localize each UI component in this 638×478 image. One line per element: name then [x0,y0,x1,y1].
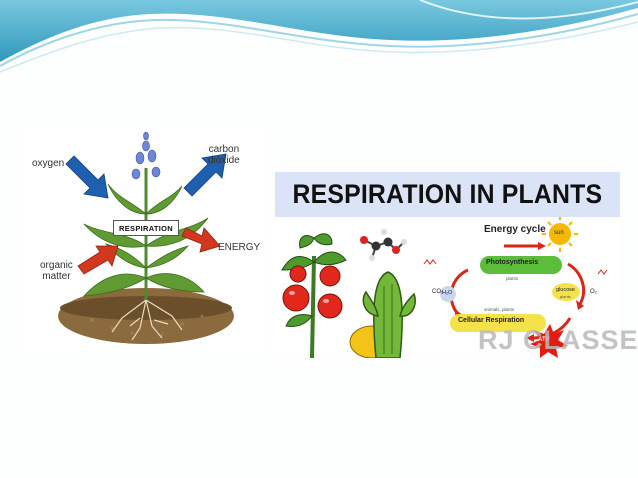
title-bar: RESPIRATION IN PLANTS [275,172,620,217]
header-wave-banner [0,0,638,73]
carbon-dioxide-label: carbon dioxide [208,144,240,166]
energy-cycle-title: Energy cycle [484,224,546,235]
h2o-label: H₂O [442,290,453,296]
co2-label: CO₂ [432,289,444,295]
photosynthesis-label: Photosynthesis [486,259,539,266]
oxygen-label: oxygen [32,158,65,169]
photosynthesis-sub-label: plants [506,276,519,281]
sun-label: sun [554,230,564,236]
energy-label: ENERGY [218,242,261,253]
o2-label: O₂ [590,289,597,295]
glucose-label: glucose [556,287,575,293]
cellular-respiration-sub-label: animals, plants [484,307,515,312]
atp-label: ATP [538,337,550,343]
glucose-sub-label: plants [560,294,571,299]
page-title: RESPIRATION IN PLANTS [292,179,603,209]
cactus-icon [349,271,416,358]
plant-respiration-diagram: oxygen carbon dioxide organic matter ENE… [22,128,270,354]
organic-matter-label-line1: organic [40,260,73,271]
sun-icon [542,216,578,252]
watermark-text: RJ CLASSES [478,325,638,355]
glucose-molecule-icon [360,229,407,261]
cellular-respiration-label: Cellular Respiration [458,317,525,324]
carbon-dioxide-label-line1: carbon [208,144,240,155]
carbon-dioxide-label-line2: dioxide [208,155,240,166]
organic-matter-label-line2: matter [42,271,71,282]
right-illustration [281,216,608,358]
atp-burst-icon [530,324,568,358]
organic-matter-label: organic matter [40,260,73,282]
tomato-plant-icon [281,233,347,358]
respiration-label-box: RESPIRATION [113,220,179,236]
